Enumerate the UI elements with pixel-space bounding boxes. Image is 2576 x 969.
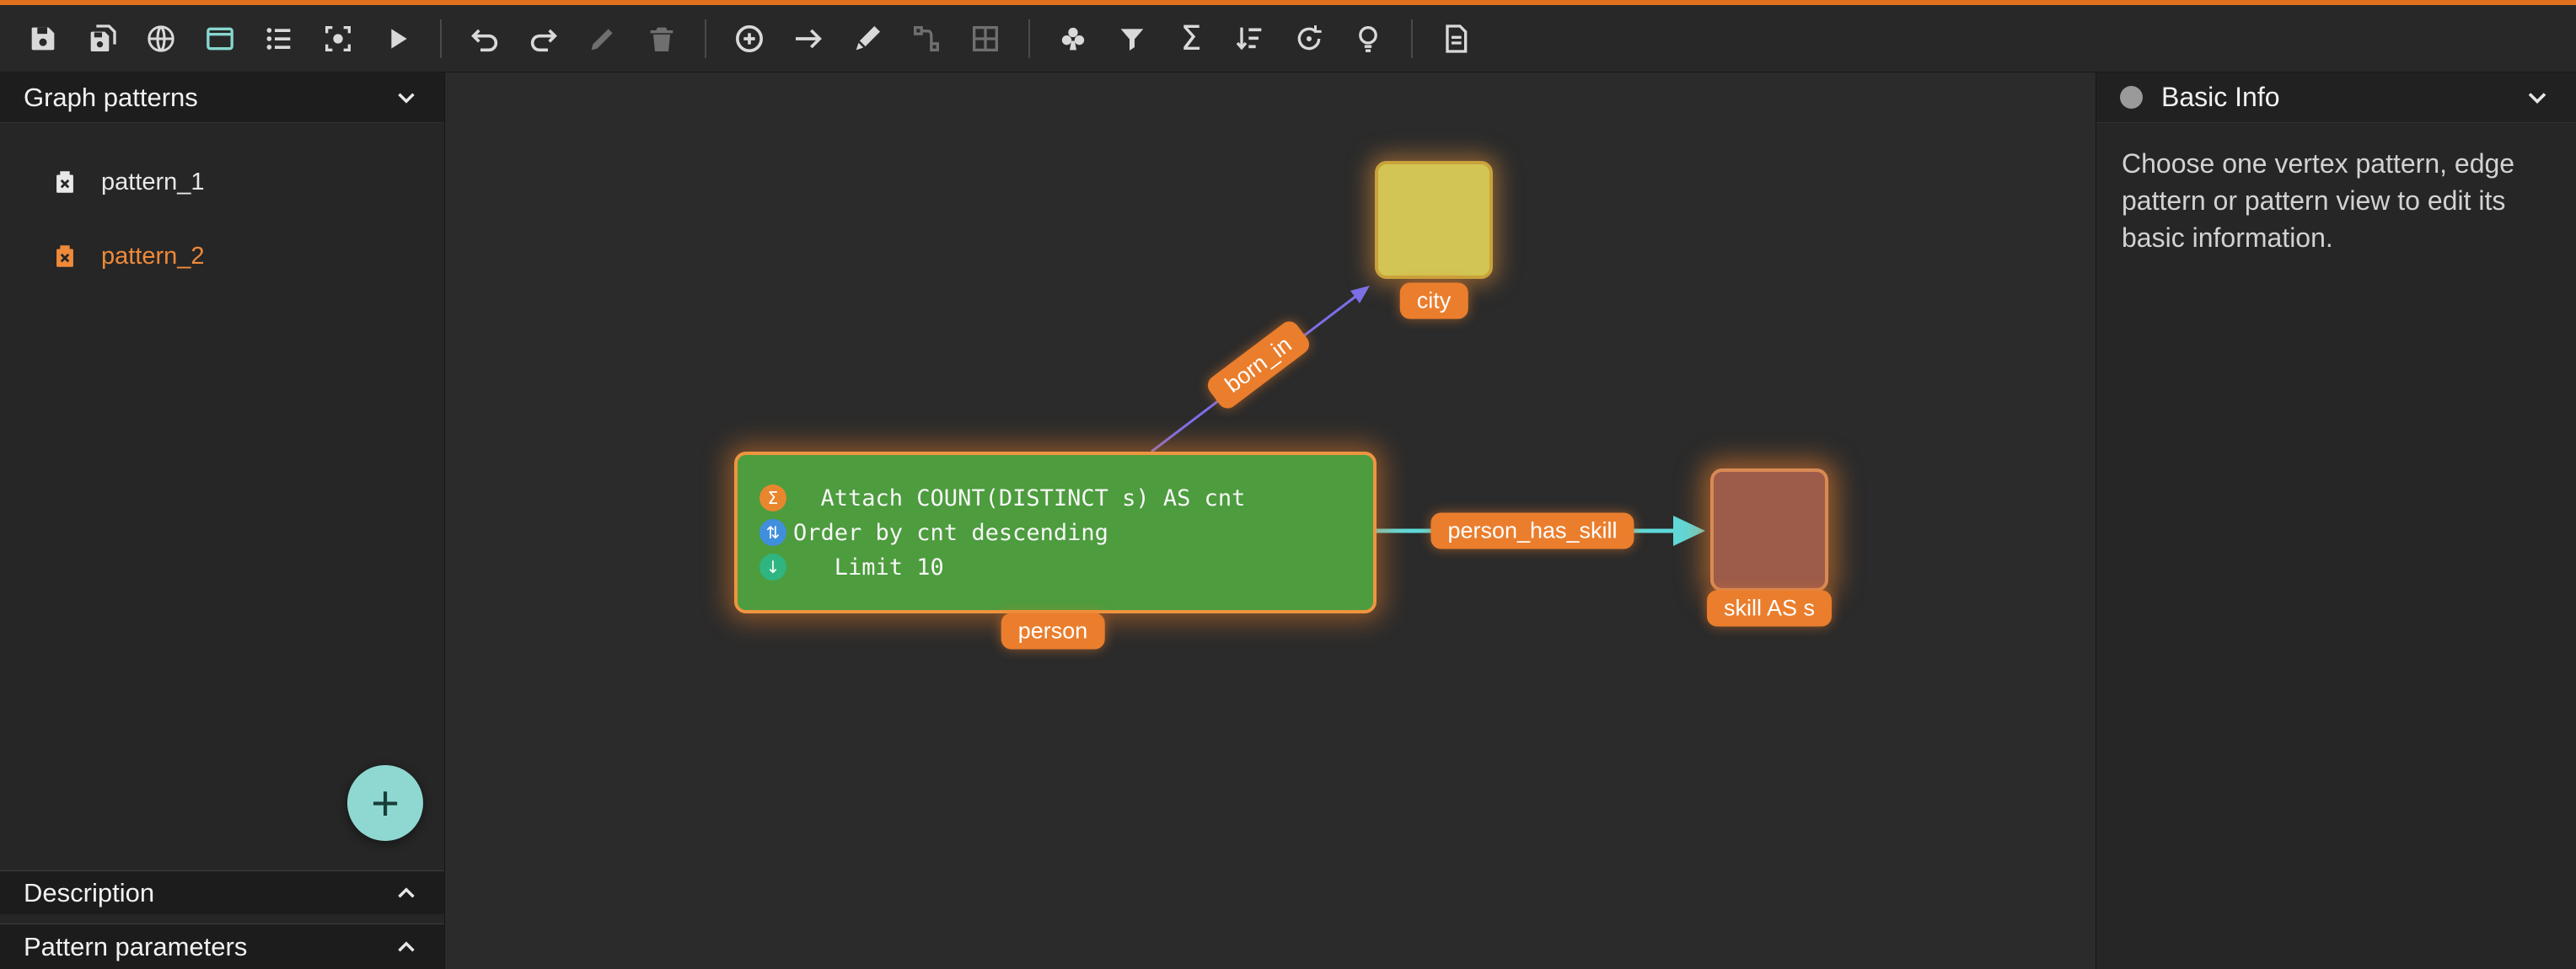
order-by-clause-text: Order by cnt descending [793, 519, 1108, 546]
status-dot-icon [2120, 86, 2143, 109]
pattern-item-1[interactable]: pattern_1 [0, 145, 444, 219]
auto-layout-button[interactable] [1285, 15, 1333, 62]
toolbar-divider [1411, 19, 1413, 58]
filter-button[interactable] [1108, 15, 1156, 62]
edit-button [579, 15, 626, 62]
chevron-up-icon [398, 886, 415, 897]
aggregate-icon: Σ [1180, 19, 1202, 58]
save-button[interactable] [19, 15, 67, 62]
chevron-down-icon [398, 93, 415, 104]
toolbar-divider [440, 19, 442, 58]
description-title: Description [24, 877, 155, 907]
basic-info-help-text: Choose one vertex pattern, edge pattern … [2122, 148, 2515, 253]
aggregate-button[interactable]: Σ [1167, 15, 1215, 62]
chevron-up-icon [398, 940, 415, 951]
split-button [903, 15, 950, 62]
report-icon [1446, 24, 1468, 53]
description-section-header[interactable]: Description [0, 870, 444, 914]
vertex-label-person[interactable]: person [1001, 613, 1105, 650]
suggestion-button[interactable] [1344, 15, 1392, 62]
center-focus-icon [325, 25, 351, 51]
add-pattern-button[interactable]: + [347, 765, 423, 841]
suggestion-icon [1359, 25, 1377, 52]
redo-icon [530, 29, 557, 51]
split-icon [914, 25, 939, 51]
grid-view-icon [973, 25, 998, 51]
run-icon [391, 28, 407, 49]
list-view-button[interactable] [255, 15, 303, 62]
edge-born-in-arrowhead [1350, 286, 1370, 303]
report-button[interactable] [1432, 15, 1479, 62]
limit-clause-icon: ↓ [759, 554, 786, 581]
toolbar: Σ [0, 0, 2576, 72]
delete-button [638, 15, 685, 62]
undo-button[interactable] [461, 15, 508, 62]
left-sidebar: Graph patterns pattern_1 pattern_2 + Des… [0, 72, 445, 969]
edge-label-person-has-skill[interactable]: person_has_skill [1430, 512, 1634, 549]
pattern-view-icon [207, 27, 233, 50]
order-by-clause-icon: ⇅ [759, 519, 786, 546]
vertex-label-skill[interactable]: skill AS s [1706, 590, 1833, 627]
chevron-down-icon [2528, 92, 2546, 104]
basic-info-header[interactable]: Basic Info [2096, 72, 2576, 123]
run-button[interactable] [373, 15, 421, 62]
pattern-item-label: pattern_1 [101, 168, 205, 195]
graph-patterns-header[interactable]: Graph patterns [0, 72, 444, 123]
pattern-list: pattern_1 pattern_2 [0, 145, 444, 293]
add-vertex-icon [736, 24, 763, 52]
pattern-parameters-title: Pattern parameters [24, 931, 248, 961]
attach-clause-row: Σ Attach COUNT(DISTINCT s) AS cnt [759, 484, 1373, 511]
vertex-label-city[interactable]: city [1399, 282, 1468, 319]
pattern-icon [56, 245, 73, 267]
web-view-button[interactable] [137, 15, 185, 62]
vertex-skill[interactable] [1710, 468, 1828, 592]
add-edge-pattern-button[interactable] [785, 15, 832, 62]
order-by-clause-row: ⇅ Order by cnt descending [759, 519, 1373, 546]
undo-icon [471, 29, 498, 51]
redo-button[interactable] [520, 15, 567, 62]
filter-icon [1120, 28, 1144, 51]
save-all-button[interactable] [78, 15, 126, 62]
grid-view-button [962, 15, 1009, 62]
pattern-item-label: pattern_2 [101, 242, 205, 270]
vertex-city[interactable] [1375, 161, 1493, 279]
draw-edge-button[interactable] [844, 15, 891, 62]
pattern-view-button[interactable] [196, 15, 244, 62]
limit-clause-row: ↓ Limit 10 [759, 554, 1373, 581]
delete-icon [650, 27, 674, 51]
plus-icon: + [371, 775, 400, 831]
order-by-button[interactable] [1226, 15, 1274, 62]
vertex-person[interactable]: Σ Attach COUNT(DISTINCT s) AS cnt ⇅ Orde… [734, 452, 1377, 613]
attach-clause-text: Attach COUNT(DISTINCT s) AS cnt [793, 484, 1246, 511]
edit-icon [591, 28, 613, 50]
aggregate-clause-icon: Σ [759, 484, 786, 511]
add-vertex-pattern-button[interactable] [726, 15, 773, 62]
add-edge-icon [796, 29, 822, 48]
union-pattern-button[interactable] [1049, 15, 1097, 62]
graph-patterns-title: Graph patterns [24, 82, 198, 112]
save-icon [31, 27, 55, 50]
right-panel: Basic Info Choose one vertex pattern, ed… [2096, 72, 2576, 969]
toolbar-divider [705, 19, 706, 58]
limit-clause-text: Limit 10 [793, 554, 944, 581]
web-view-icon [148, 24, 174, 52]
auto-layout-icon [1297, 24, 1322, 50]
basic-info-title: Basic Info [2161, 82, 2280, 112]
pattern-parameters-section-header[interactable]: Pattern parameters [0, 923, 444, 969]
save-all-icon [90, 24, 116, 51]
center-focus-button[interactable] [314, 15, 362, 62]
draw-edge-icon [856, 25, 880, 50]
pattern-item-2[interactable]: pattern_2 [0, 219, 444, 293]
pattern-canvas[interactable]: Σ Attach COUNT(DISTINCT s) AS cnt ⇅ Orde… [446, 72, 2096, 969]
list-view-icon [266, 27, 291, 50]
edge-person-has-skill-arrowhead [1673, 516, 1705, 546]
pattern-icon [56, 171, 73, 193]
order-by-icon [1236, 27, 1262, 50]
union-pattern-icon [1061, 27, 1085, 50]
toolbar-divider [1028, 19, 1030, 58]
